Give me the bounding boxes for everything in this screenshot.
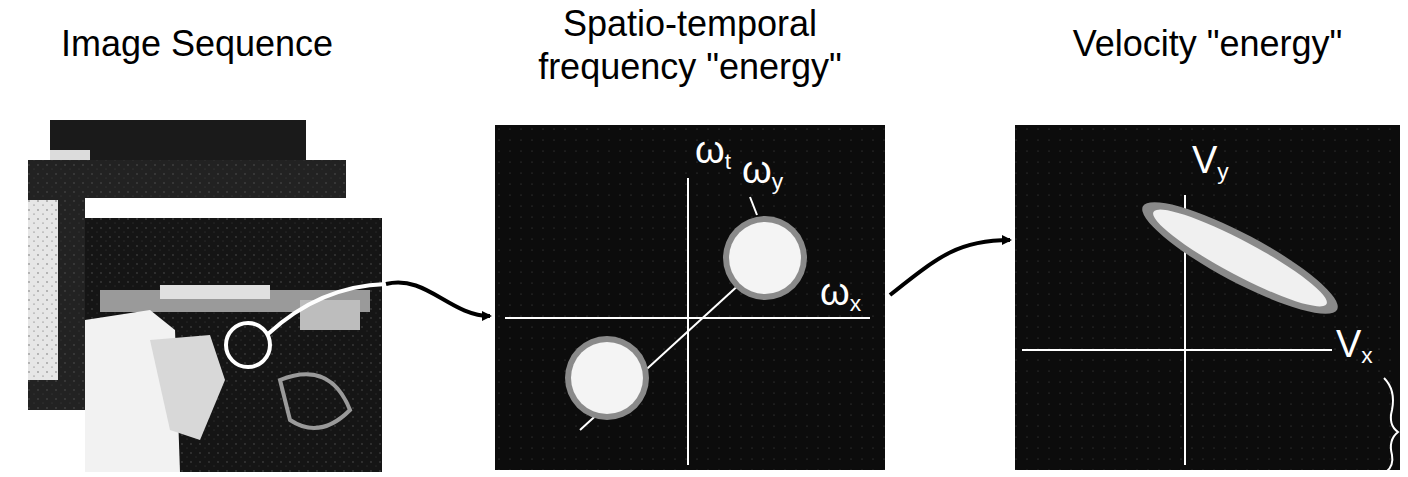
image-panel: Velocity "energy" VyVx <box>1010 0 1405 475</box>
image-panel: Spatio-temporal frequency "energy" ωtωy ωx <box>490 0 890 475</box>
image-panel: Image Sequence <box>8 0 386 475</box>
velocity-plot <box>1015 125 1400 472</box>
flow-arrow <box>890 240 1010 295</box>
axis-label: ωx <box>820 270 861 317</box>
axis-label: Vx <box>1336 322 1373 369</box>
flow-arrow <box>386 282 490 316</box>
panel-heading: Velocity "energy" <box>1010 22 1405 65</box>
axis-label: Vy <box>1192 138 1229 185</box>
axis-label: ωt <box>695 128 731 175</box>
panel-heading: Spatio-temporal frequency "energy" <box>490 2 890 88</box>
frequency-plot <box>495 125 885 470</box>
image-frames <box>28 120 386 472</box>
axis-label: ωy <box>742 148 783 195</box>
panel-heading: Image Sequence <box>8 22 386 65</box>
